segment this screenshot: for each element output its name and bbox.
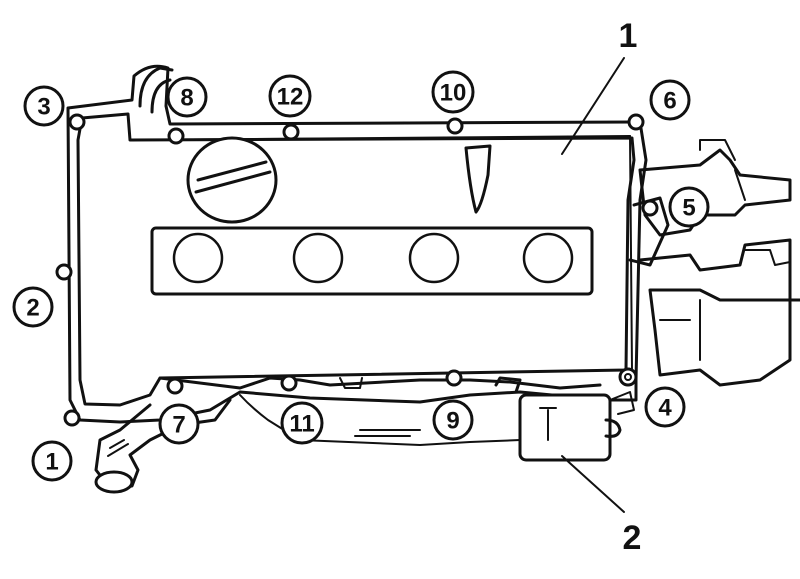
callout-7: 7	[158, 403, 200, 445]
callout-2-label: 2	[26, 295, 39, 322]
callout-10: 10	[431, 70, 475, 114]
spark-plug-hole-3	[408, 232, 460, 284]
callout-6-label: 6	[663, 88, 676, 115]
oil-filler-cap	[186, 136, 278, 224]
callout-11: 11	[280, 401, 324, 445]
emblem-mark	[464, 144, 492, 214]
callout-7-label: 7	[172, 412, 185, 439]
callout-4: 4	[644, 386, 686, 428]
cover-bolts	[55, 113, 659, 427]
callout-9-label: 9	[446, 408, 459, 435]
leader-line-part-1	[561, 57, 625, 155]
breather-hose	[138, 66, 174, 114]
callout-5-label: 5	[682, 195, 695, 222]
callout-5: 5	[668, 186, 710, 228]
callout-3-label: 3	[37, 94, 50, 121]
callout-6: 6	[649, 79, 691, 121]
part-label-2: 2	[623, 519, 642, 557]
callout-10-label: 10	[440, 80, 467, 107]
callout-4-label: 4	[658, 395, 672, 422]
callout-8-label: 8	[180, 85, 193, 112]
part-label-1: 1	[619, 17, 638, 55]
callout-1-label: 1	[45, 449, 58, 476]
callout-3: 3	[23, 85, 65, 127]
callout-2: 2	[12, 286, 54, 328]
callout-12: 12	[268, 74, 312, 118]
spark-plug-hole-1	[172, 232, 224, 284]
lower-flange	[158, 376, 602, 390]
spark-plug-hole-4	[522, 232, 574, 284]
callout-8: 8	[166, 76, 208, 118]
callout-9: 9	[432, 399, 474, 441]
leader-line-part-2	[561, 455, 625, 513]
engine-side-hardware	[638, 139, 800, 387]
spark-plug-hole-2	[292, 232, 344, 284]
spark-plug-channel	[150, 226, 594, 296]
callout-12-label: 12	[277, 84, 304, 111]
callout-1: 1	[31, 440, 73, 482]
callout-11-label: 11	[289, 411, 314, 438]
gasket-outline	[66, 64, 648, 424]
component-box	[518, 391, 635, 462]
